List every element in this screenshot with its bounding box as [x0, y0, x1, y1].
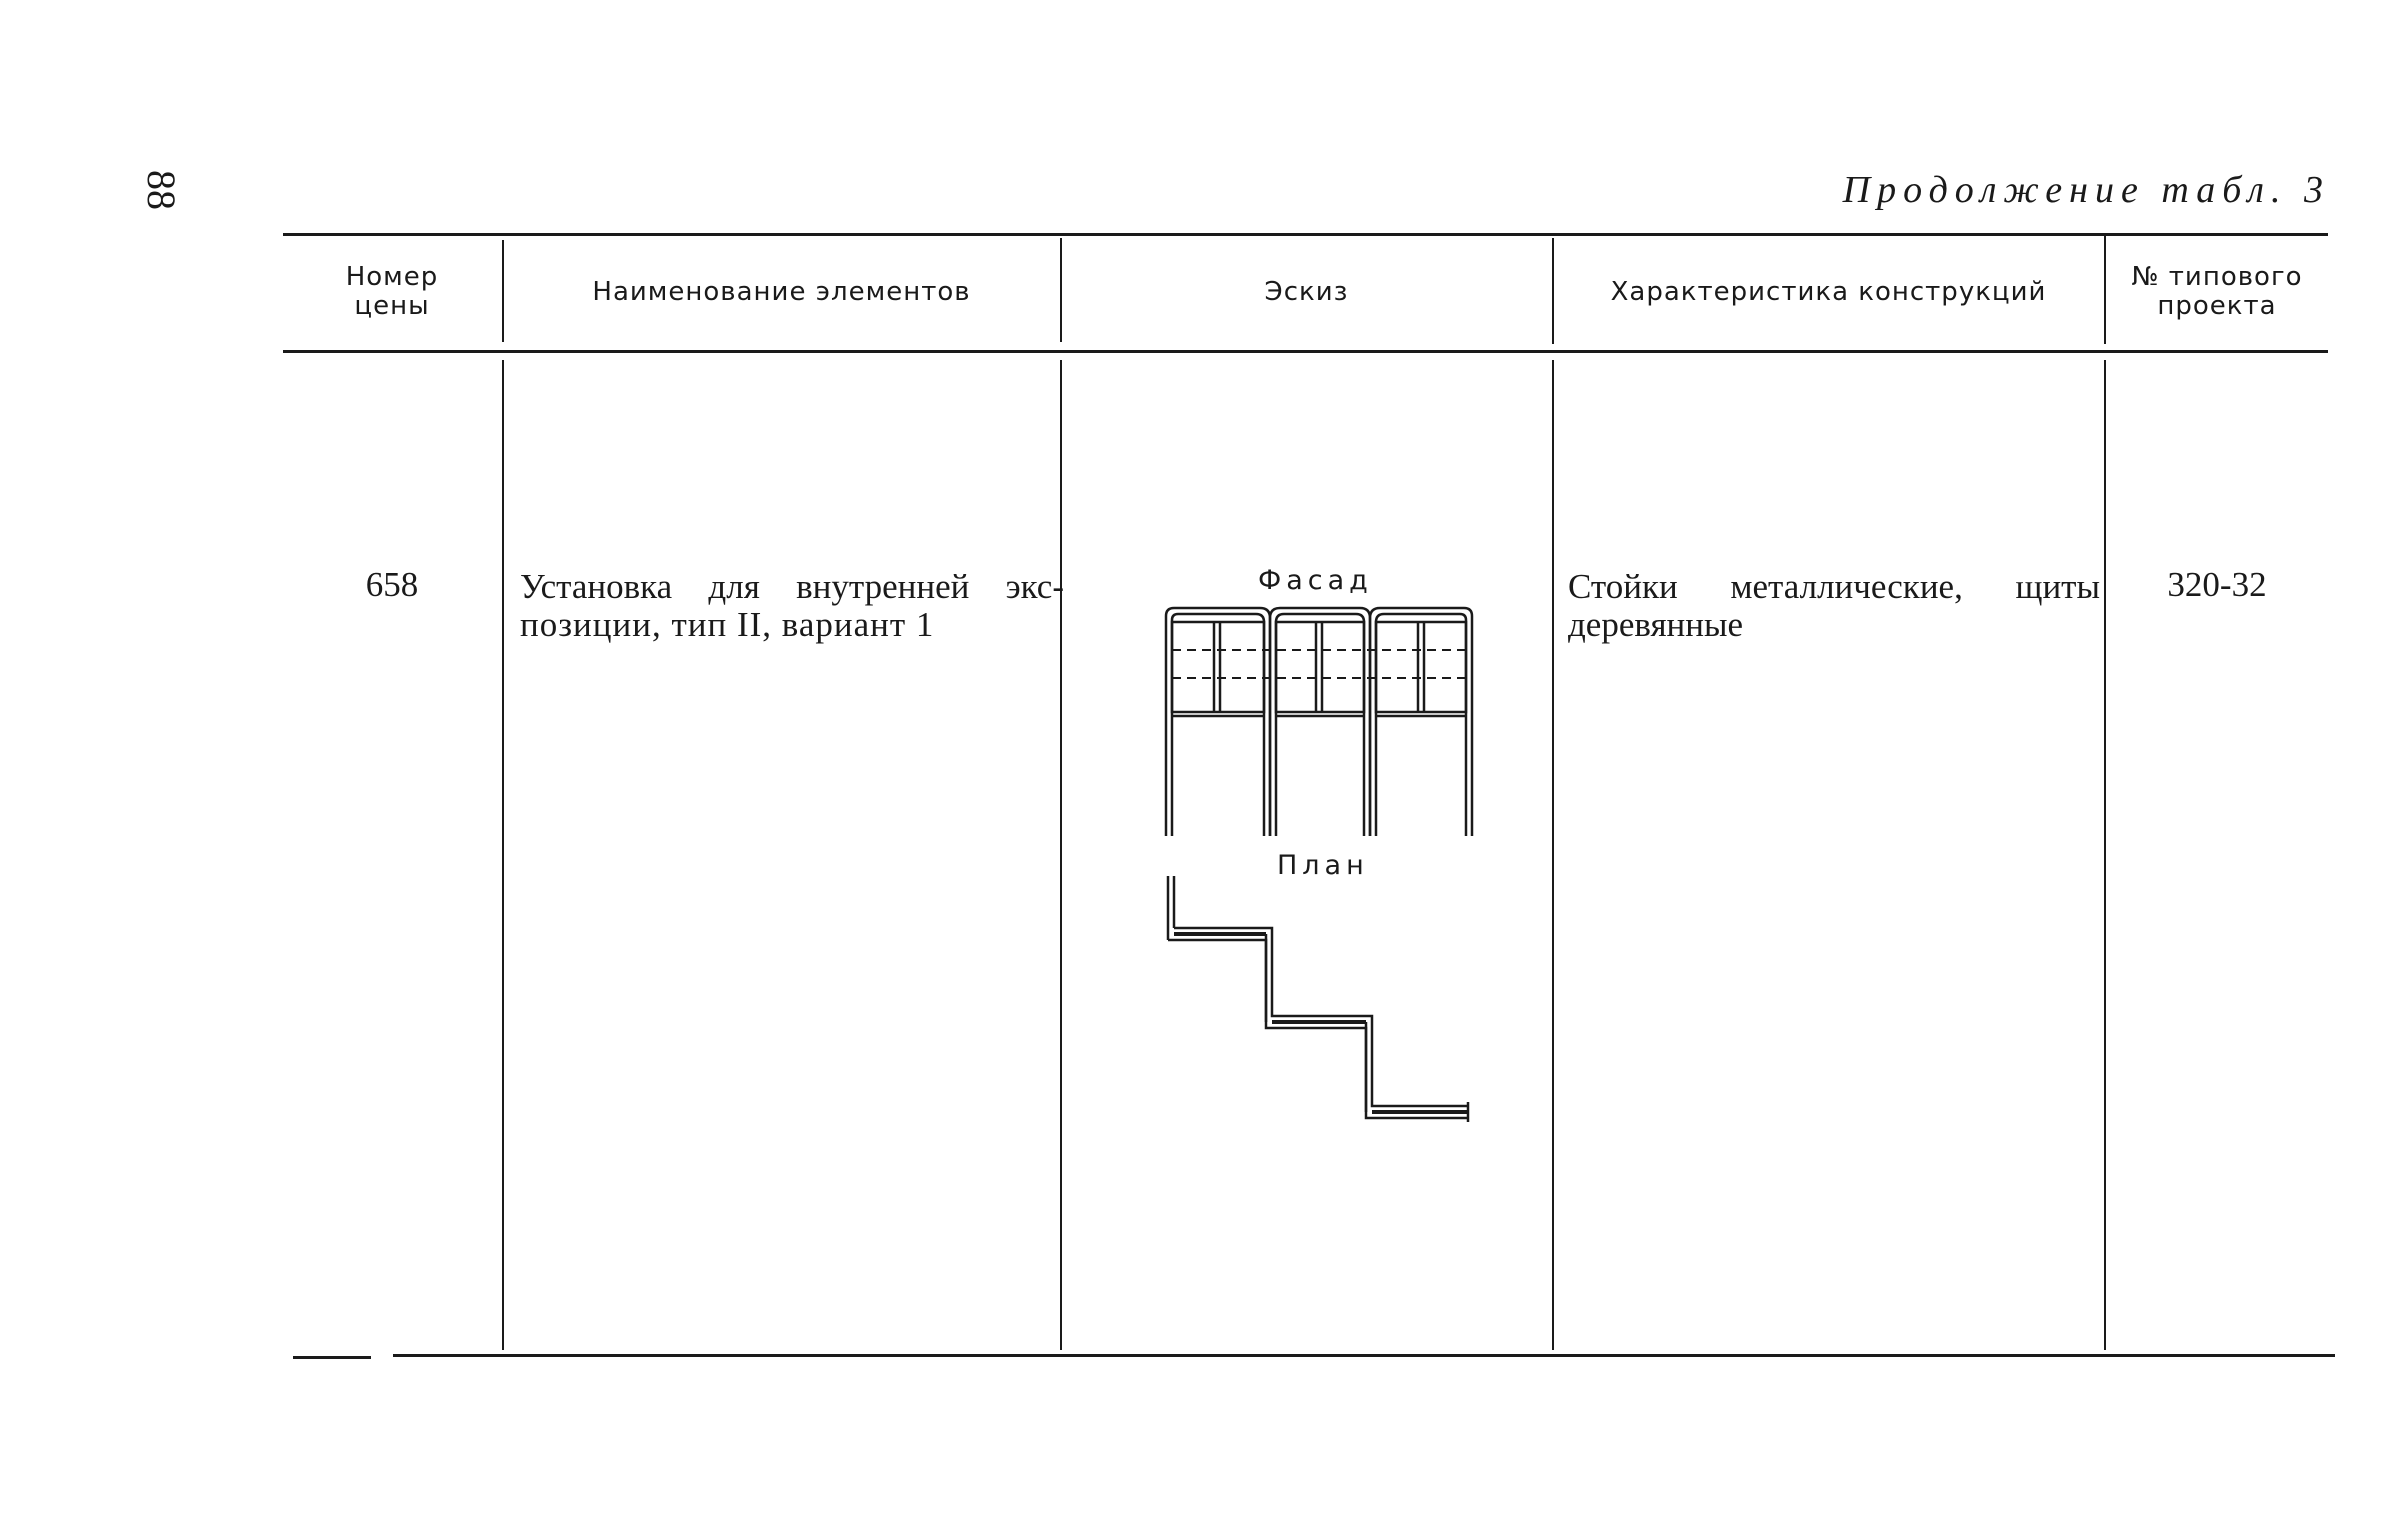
header-col-sep-4	[2104, 236, 2106, 344]
facade-frame-3-inner	[1374, 612, 1468, 836]
table-bottom-rule-left	[293, 1356, 371, 1359]
row-element-name-line-2: позиции, тип II, вариант 1	[520, 605, 935, 644]
header-col-sep-3	[1552, 238, 1554, 344]
header-col-sep-1	[502, 240, 504, 342]
plan-step-1-outer	[1168, 938, 1468, 1120]
row-price-number: 658	[365, 565, 419, 604]
facade-panel-1	[1170, 620, 1266, 714]
plan-step-1-inner	[1174, 926, 1468, 1108]
facade-frame-2	[1268, 606, 1372, 836]
row-project-number: 320-32	[2167, 565, 2267, 604]
facade-frame-1	[1164, 606, 1272, 836]
header-project-number: № типового проекта	[2106, 236, 2328, 348]
body-col-sep-3	[1552, 360, 1554, 1350]
header-project-number-line-1: № типового	[2131, 262, 2303, 292]
continuation-title: Продолжение табл. 3	[1842, 169, 2330, 211]
page-number: 88	[139, 170, 184, 210]
sketch-plan-drawing	[1166, 876, 1470, 1122]
row-characteristics-line-2: деревянные	[1568, 605, 1744, 644]
sketch-facade-drawing	[1164, 606, 1474, 836]
header-col-sep-2	[1060, 238, 1062, 342]
header-project-number-line-2: проекта	[2157, 291, 2277, 321]
facade-frame-2-inner	[1274, 612, 1366, 836]
facade-panel-2	[1274, 620, 1366, 714]
table-bottom-rule	[393, 1354, 2335, 1357]
sketch-plan-label: План	[1277, 850, 1369, 881]
row-characteristics-line-1: Стойки металлические, щиты	[1568, 567, 2100, 606]
header-characteristics: Характеристика конструкций	[1610, 276, 2047, 307]
row-element-name: Установка для внутренней экс- позиции, т…	[520, 568, 1064, 644]
body-col-sep-1	[502, 360, 504, 1350]
facade-frame-1-inner	[1170, 612, 1266, 836]
row-element-name-line-1: Установка для внутренней экс-	[520, 567, 1064, 606]
facade-frame-3	[1368, 606, 1474, 836]
header-price-number-line-1: Номер	[345, 262, 439, 292]
header-price-number: Номер цены	[283, 236, 501, 348]
header-element-name: Наименование элементов	[592, 276, 971, 307]
body-col-sep-4	[2104, 360, 2106, 1350]
header-price-number-line-2: цены	[354, 291, 430, 321]
header-sketch: Эскиз	[1264, 276, 1349, 307]
row-characteristics: Стойки металлические, щиты деревянные	[1568, 568, 2100, 644]
header-bottom-rule	[283, 350, 2328, 353]
body-col-sep-2	[1060, 360, 1062, 1350]
table-top-rule	[283, 233, 2328, 236]
facade-panel-3	[1374, 620, 1468, 714]
sketch-facade-label: Фасад	[1258, 565, 1373, 596]
